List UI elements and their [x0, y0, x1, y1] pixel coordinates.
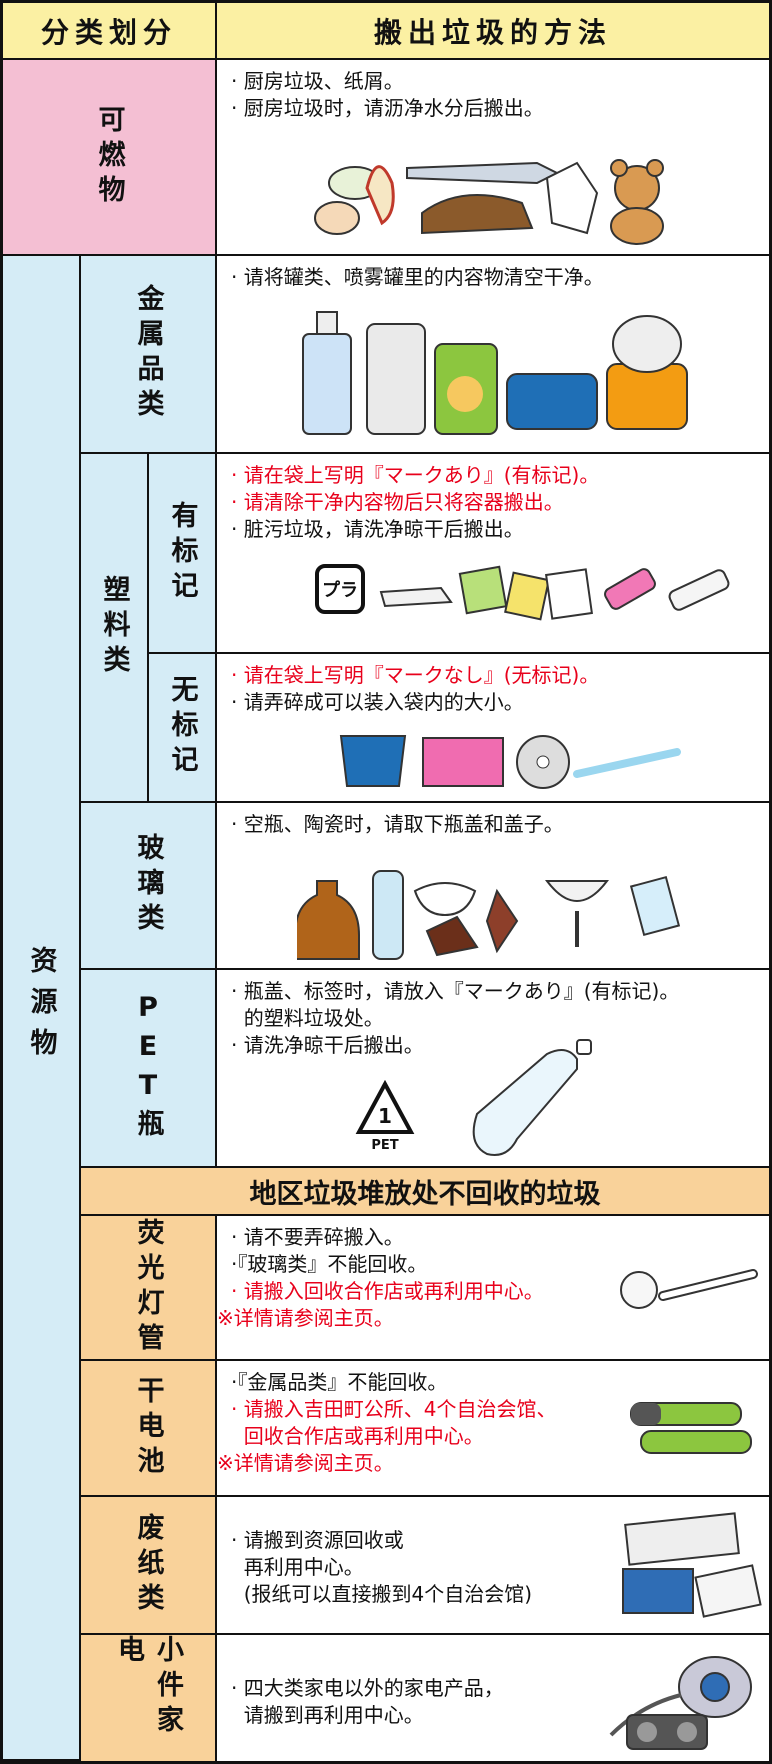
battery-label: 干电池 — [81, 1361, 217, 1497]
battery-line-4: ※详情请参阅主页。 — [217, 1451, 394, 1475]
metal-label-text: 金属品类 — [132, 284, 164, 424]
plastic-containers-illustration — [379, 565, 730, 621]
plastic-marked-label-text: 有标记 — [166, 500, 198, 606]
paper-line-3: (报纸可以直接搬到4个自治会馆) — [231, 1582, 533, 1606]
plastic-label: 塑料类 — [81, 454, 149, 803]
pet-line-1: · 瓶盖、标签时，请放入『マークあり』(有标记)。 — [231, 979, 680, 1003]
header-method: 搬出垃圾的方法 — [217, 3, 769, 60]
plastic-mark-text: プラ — [322, 580, 358, 601]
pet-method: · 瓶盖、标签时，请放入『マークあり』(有标记)。 的塑料垃圾处。 · 请洗净晾… — [217, 970, 769, 1168]
paper-text: · 请搬到资源回收或 再利用中心。 (报纸可以直接搬到4个自治会馆) — [231, 1527, 761, 1608]
glass-method: · 空瓶、陶瓷时，请取下瓶盖和盖子。 — [217, 803, 769, 970]
appliance-text: · 四大类家电以外的家电产品， 请搬到再利用中心。 — [231, 1675, 761, 1729]
battery-line-3: 回收合作店或再利用中心。 — [231, 1424, 484, 1448]
fluorescent-line-1: · 请不要弄碎搬入。 — [231, 1225, 404, 1249]
header-category: 分类划分 — [3, 3, 217, 60]
fluorescent-line-3: · 请搬入回收合作店或再利用中心。 — [231, 1279, 544, 1303]
combustible-label-text: 可燃物 — [93, 104, 125, 210]
header-method-text: 搬出垃圾的方法 — [373, 15, 612, 49]
pet-label: PET瓶 — [81, 970, 217, 1168]
fluorescent-label: 荧光灯管 — [81, 1216, 217, 1361]
plastic-unmarked-text: · 请在袋上写明『マークなし』(无标记)。 · 请弄碎成可以装入袋内的大小。 — [231, 662, 761, 716]
resource-label: 资源物 — [3, 256, 81, 1761]
appliance-line-1: · 四大类家电以外的家电产品， — [231, 1676, 504, 1700]
glass-line-1: · 空瓶、陶瓷时，请取下瓶盖和盖子。 — [231, 812, 564, 836]
metal-method: · 请将罐类、喷雾罐里的内容物清空干净。 — [217, 256, 769, 454]
plastic-label-text: 塑料类 — [98, 575, 130, 680]
appliance-line-2: 请搬到再利用中心。 — [231, 1703, 424, 1727]
not-collected-title: 地区垃圾堆放处不回收的垃圾 — [81, 1168, 769, 1216]
metal-label: 金属品类 — [81, 256, 217, 454]
plastic-recycle-mark-icon: プラ — [315, 564, 365, 614]
paper-method: · 请搬到资源回收或 再利用中心。 (报纸可以直接搬到4个自治会馆) — [217, 1497, 769, 1635]
combustible-line-1: · 厨房垃圾、纸屑。 — [231, 69, 404, 93]
combustible-method: · 厨房垃圾、纸屑。 · 厨房垃圾时，请沥净水分后搬出。 — [217, 60, 769, 256]
glass-bottles-illustration — [297, 870, 681, 960]
paper-line-1: · 请搬到资源回收或 — [231, 1528, 404, 1552]
glass-label-text: 玻璃类 — [132, 833, 164, 938]
kitchen-waste-illustration — [314, 159, 664, 245]
battery-label-text: 干电池 — [132, 1375, 164, 1481]
plastic-unmarked-label: 无标记 — [149, 654, 217, 803]
plastic-unmarked-line-1: · 请在袋上写明『マークなし』(无标记)。 — [231, 663, 600, 687]
small-appliance-illustration — [609, 1656, 752, 1750]
pet-recycle-mark-icon: 1 PET — [355, 1080, 415, 1160]
fluorescent-line-2: ·『玻璃类』不能回收。 — [231, 1252, 428, 1276]
metal-text: · 请将罐类、喷雾罐里的内容物清空干净。 — [231, 264, 761, 291]
pet-symbol-text: PET — [371, 1138, 399, 1153]
not-collected-title-text: 地区垃圾堆放处不回收的垃圾 — [249, 1178, 601, 1210]
paper-line-2: 再利用中心。 — [231, 1555, 364, 1579]
batteries-illustration — [630, 1402, 752, 1454]
combustible-line-2: · 厨房垃圾时，请沥净水分后搬出。 — [231, 96, 544, 120]
plastic-marked-text: · 请在袋上写明『マークあり』(有标记)。 · 请清除干净内容物后只将容器搬出。… — [231, 462, 761, 543]
paper-label-text: 废纸类 — [132, 1512, 164, 1618]
glass-text: · 空瓶、陶瓷时，请取下瓶盖和盖子。 — [231, 811, 761, 838]
appliance-label-text: 小件家电 — [113, 1635, 183, 1740]
battery-line-1: ·『金属品类』不能回收。 — [231, 1370, 448, 1394]
waste-paper-illustration — [622, 1512, 762, 1618]
pet-bottle-illustration — [472, 1039, 592, 1156]
pet-text: · 瓶盖、标签时，请放入『マークあり』(有标记)。 的塑料垃圾处。 · 请洗净晾… — [231, 978, 761, 1059]
plastic-marked-label: 有标记 — [149, 454, 217, 654]
combustible-label: 可燃物 — [3, 60, 217, 256]
recycle-triangle-icon — [355, 1080, 415, 1134]
unmarked-plastic-illustration — [339, 735, 681, 789]
resource-label-text: 资源物 — [25, 946, 57, 1069]
pet-symbol-number: 1 — [378, 1104, 392, 1128]
plastic-unmarked-line-2: · 请弄碎成可以装入袋内的大小。 — [231, 690, 524, 714]
fluorescent-line-4: ※详情请参阅主页。 — [217, 1306, 394, 1330]
metal-line-1: · 请将罐类、喷雾罐里的内容物清空干净。 — [231, 265, 604, 289]
fluorescent-text: · 请不要弄碎搬入。 ·『玻璃类』不能回收。 · 请搬入回收合作店或再利用中心。… — [217, 1224, 761, 1332]
fluorescent-tube-illustration — [620, 1269, 758, 1309]
battery-line-2: · 请搬入吉田町公所、4个自治会馆、 — [231, 1397, 557, 1421]
pet-line-2: 的塑料垃圾处。 — [231, 1006, 384, 1030]
battery-method: ·『金属品类』不能回收。 · 请搬入吉田町公所、4个自治会馆、 回收合作店或再利… — [217, 1361, 769, 1497]
battery-text: ·『金属品类』不能回收。 · 请搬入吉田町公所、4个自治会馆、 回收合作店或再利… — [217, 1369, 761, 1477]
pet-line-3: · 请洗净晾干后搬出。 — [231, 1033, 424, 1057]
combustible-text: · 厨房垃圾、纸屑。 · 厨房垃圾时，请沥净水分后搬出。 — [231, 68, 761, 122]
appliance-method: · 四大类家电以外的家电产品， 请搬到再利用中心。 — [217, 1635, 769, 1761]
fluorescent-method: · 请不要弄碎搬入。 ·『玻璃类』不能回收。 · 请搬入回收合作店或再利用中心。… — [217, 1216, 769, 1361]
glass-label: 玻璃类 — [81, 803, 217, 970]
pet-label-text: PET瓶 — [132, 992, 164, 1144]
plastic-marked-line-2: · 请清除干净内容物后只将容器搬出。 — [231, 490, 564, 514]
plastic-marked-method: · 请在袋上写明『マークあり』(有标记)。 · 请清除干净内容物后只将容器搬出。… — [217, 454, 769, 654]
plastic-unmarked-label-text: 无标记 — [166, 675, 198, 780]
cans-illustration — [302, 311, 688, 435]
appliance-label: 小件家电 — [81, 1635, 217, 1761]
plastic-marked-line-3: · 脏污垃圾，请洗净晾干后搬出。 — [231, 517, 524, 541]
header-category-text: 分类划分 — [40, 15, 177, 49]
fluorescent-label-text: 荧光灯管 — [132, 1217, 164, 1358]
plastic-unmarked-method: · 请在袋上写明『マークなし』(无标记)。 · 请弄碎成可以装入袋内的大小。 — [217, 654, 769, 803]
plastic-marked-line-1: · 请在袋上写明『マークあり』(有标记)。 — [231, 463, 600, 487]
paper-label: 废纸类 — [81, 1497, 217, 1635]
